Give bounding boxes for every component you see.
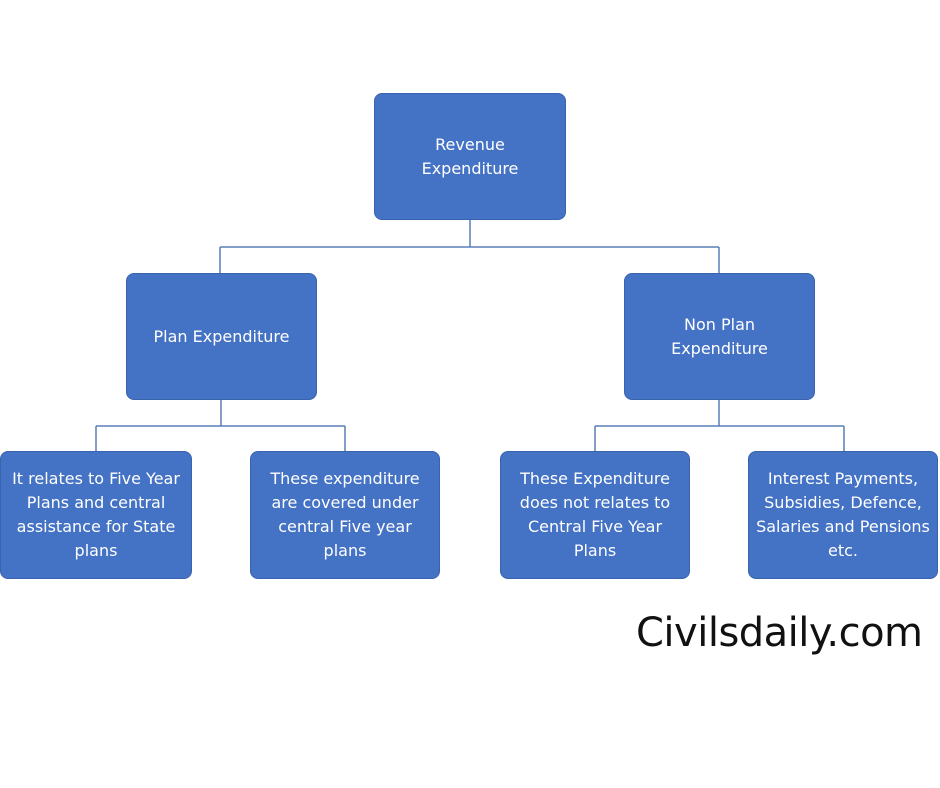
node-plan-detail-covered: These expenditure are covered under cent…: [250, 451, 440, 579]
watermark-text: Civilsdaily.com: [636, 610, 923, 656]
connector-nonplan-to-children: [594, 400, 845, 451]
node-label: These expenditure are covered under cent…: [270, 469, 420, 560]
node-revenue-expenditure: Revenue Expenditure: [374, 93, 566, 220]
connector-root-to-branches: [219, 220, 720, 273]
node-nonplan-detail-examples: Interest Payments, Subsidies, Defence, S…: [748, 451, 938, 579]
node-label: Interest Payments, Subsidies, Defence, S…: [756, 469, 930, 560]
node-nonplan-detail-not-related: These Expenditure does not relates to Ce…: [500, 451, 690, 579]
node-label: Plan Expenditure: [153, 326, 290, 346]
node-label: It relates to Five Year Plans and centra…: [12, 469, 180, 560]
node-label: These Expenditure does not relates to Ce…: [519, 469, 671, 560]
node-plan-expenditure: Plan Expenditure: [126, 273, 317, 400]
node-label: Non Plan Expenditure: [671, 314, 768, 358]
connector-plan-to-children: [95, 400, 346, 451]
node-plan-detail-five-year-plans: It relates to Five Year Plans and centra…: [0, 451, 192, 579]
node-label: Revenue Expenditure: [421, 134, 519, 178]
node-non-plan-expenditure: Non Plan Expenditure: [624, 273, 815, 400]
